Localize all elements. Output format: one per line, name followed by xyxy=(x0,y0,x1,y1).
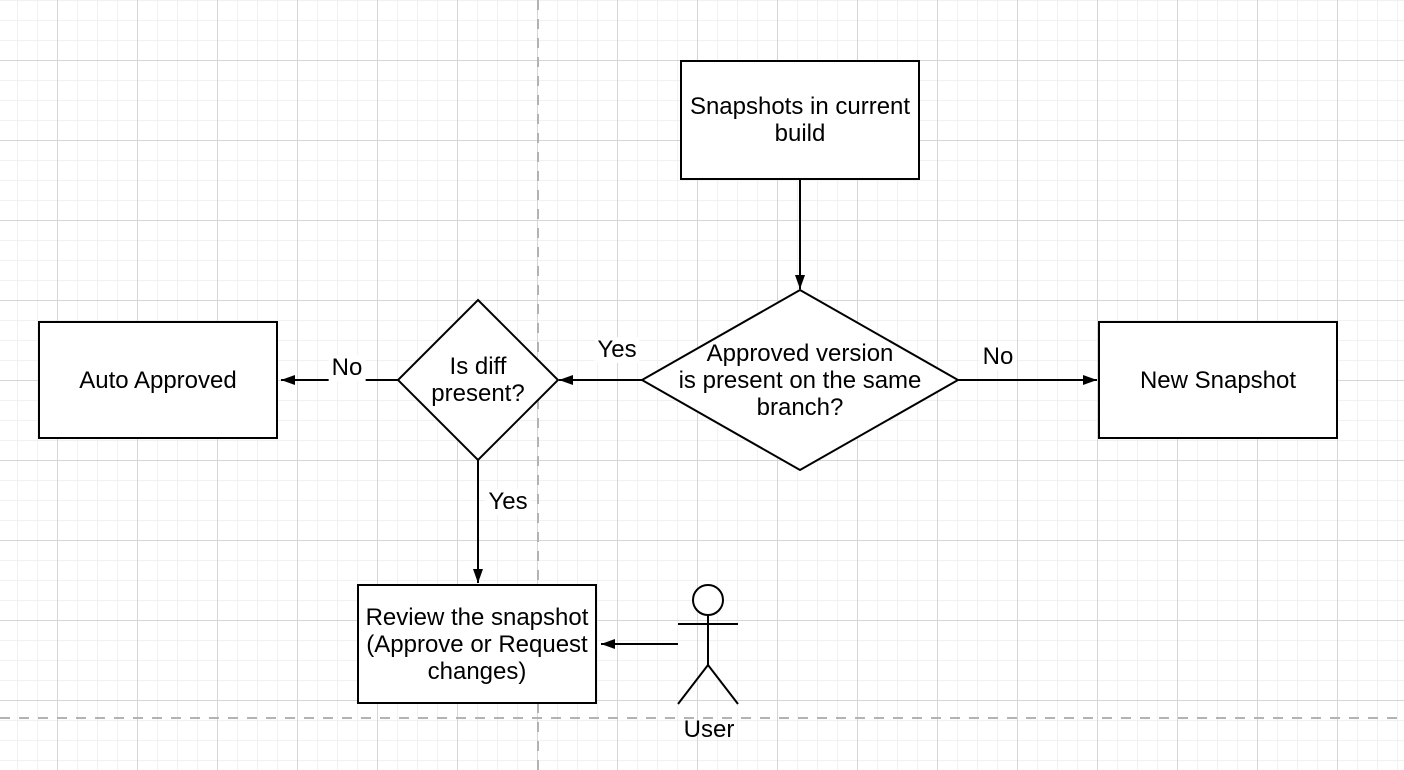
node-label-line: (Approve or Request xyxy=(366,630,588,658)
node-auto-approved[interactable]: Auto Approved xyxy=(38,321,278,439)
actor-head xyxy=(692,584,724,616)
user-actor-label: User xyxy=(683,716,735,743)
node-label-line: build xyxy=(774,120,826,147)
user-actor-figure[interactable] xyxy=(677,584,739,705)
node-label-line: New Snapshot xyxy=(1139,366,1297,394)
node-label-line: Auto Approved xyxy=(79,366,237,394)
node-label-line: Review the snapshot xyxy=(365,603,589,631)
node-new-snapshot[interactable]: New Snapshot xyxy=(1098,321,1338,439)
node-label-line: Snapshots in current xyxy=(689,93,911,120)
node-label-line: changes) xyxy=(427,657,527,685)
node-decision-is-diff-diamond[interactable] xyxy=(396,298,560,462)
node-decision-approved-version-diamond[interactable] xyxy=(639,288,961,472)
edge-label-yes-to-diff-decision[interactable]: Yes xyxy=(594,337,640,363)
edge-label-yes-to-review[interactable]: Yes xyxy=(485,489,531,515)
edge-label-no-to-auto-approved[interactable]: No xyxy=(328,355,366,381)
node-review-snapshot[interactable]: Review the snapshot (Approve or Request … xyxy=(357,584,597,704)
node-snapshots-in-current-build[interactable]: Snapshots in current build xyxy=(680,60,920,180)
edge-label-no-to-new-snapshot[interactable]: No xyxy=(979,344,1017,370)
actor-leg-left xyxy=(677,664,709,705)
actor-leg-right xyxy=(707,664,739,705)
